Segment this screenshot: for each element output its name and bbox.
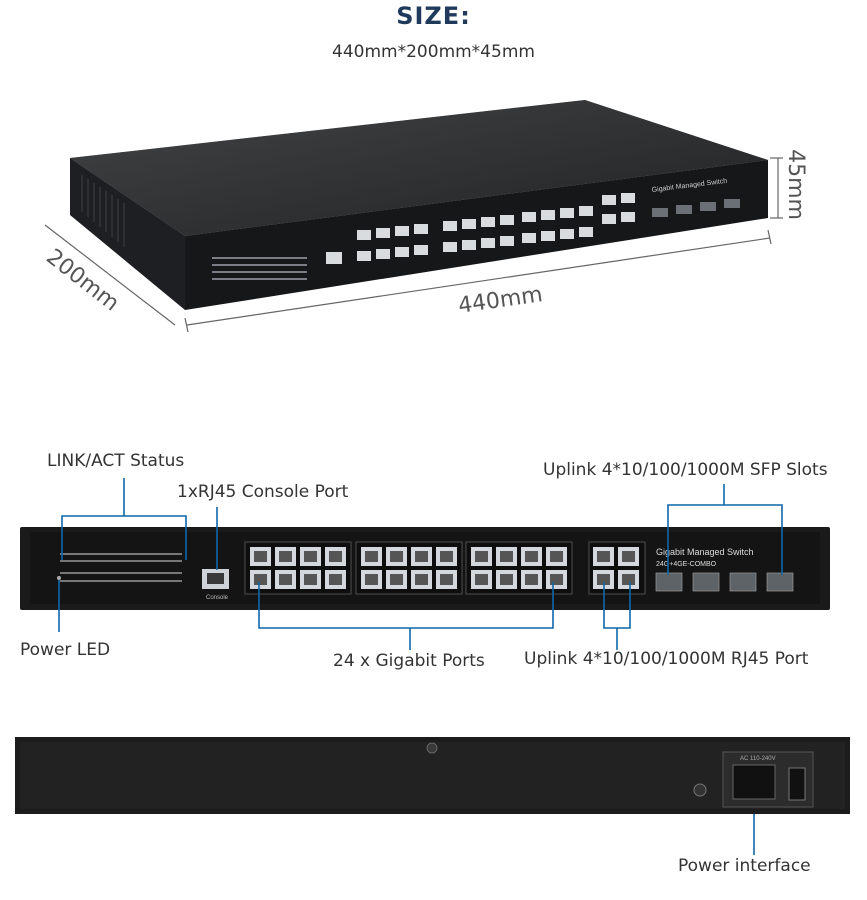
rj45-uplink-label: Uplink 4*10/100/1000M RJ45 Port bbox=[524, 649, 809, 669]
rj45-port-jack bbox=[365, 574, 378, 585]
power-socket bbox=[732, 764, 776, 800]
rj45-port-jack bbox=[415, 574, 428, 585]
side-vents bbox=[81, 175, 125, 247]
rj45-port-jack bbox=[440, 574, 453, 585]
power-spec-text: AC 110-240V bbox=[740, 756, 776, 762]
rj45-port-jack bbox=[525, 551, 538, 562]
sfp-slots-3d bbox=[652, 199, 740, 217]
led-grid-3d bbox=[212, 257, 307, 280]
rj45-port-jack bbox=[550, 574, 563, 585]
rj45-port-jack bbox=[365, 551, 378, 562]
rj45-port-jack bbox=[440, 551, 453, 562]
gigabit-port-block bbox=[244, 541, 646, 595]
uplink-rj45-port-jack bbox=[622, 551, 635, 562]
power-switch bbox=[788, 767, 806, 801]
power-led bbox=[57, 576, 61, 580]
front-ports-3d bbox=[326, 193, 635, 264]
rj45-port-jack bbox=[415, 551, 428, 562]
ground-screw bbox=[693, 783, 707, 797]
rj45-port-jack bbox=[254, 574, 267, 585]
rj45-port-jack bbox=[279, 551, 292, 562]
page-title: SIZE: bbox=[396, 2, 471, 30]
front-model-sub: 24G+4GE-COMBO bbox=[656, 561, 717, 568]
rj45-port-jack bbox=[475, 574, 488, 585]
rj45-port-jack bbox=[329, 551, 342, 562]
uplink-rj45-port-jack bbox=[597, 574, 610, 585]
switch-left-side bbox=[70, 158, 185, 310]
link-act-status-label: LINK/ACT Status bbox=[47, 451, 185, 471]
power-interface-label: Power interface bbox=[678, 856, 811, 876]
power-led-label: Power LED bbox=[20, 640, 111, 660]
link-act-led-grid bbox=[60, 553, 182, 582]
console-port-text: Console bbox=[206, 595, 229, 601]
rj45-port-jack bbox=[304, 574, 317, 585]
height-dimension-label: 45mm bbox=[782, 149, 808, 220]
rj45-port-jack bbox=[500, 551, 513, 562]
dimension-lines bbox=[44, 157, 783, 333]
sfp-slot-block bbox=[655, 572, 794, 592]
rj45-port-jack bbox=[390, 574, 403, 585]
rj45-port-jack bbox=[329, 574, 342, 585]
rj45-port-jack bbox=[279, 574, 292, 585]
uplink-rj45-port-jack bbox=[622, 574, 635, 585]
rj45-port-jack bbox=[550, 551, 563, 562]
gigabit-ports-label: 24 x Gigabit Ports bbox=[333, 651, 485, 671]
rj45-port-jack bbox=[390, 551, 403, 562]
rj45-port-jack bbox=[500, 574, 513, 585]
rj45-port-jack bbox=[525, 574, 538, 585]
rj45-port-jack bbox=[475, 551, 488, 562]
sfp-slots-label: Uplink 4*10/100/1000M SFP Slots bbox=[543, 460, 828, 480]
rear-screw bbox=[426, 742, 438, 754]
rj45-port-jack bbox=[304, 551, 317, 562]
console-port-label: 1xRJ45 Console Port bbox=[177, 482, 349, 502]
dimension-summary: 440mm*200mm*45mm bbox=[332, 42, 535, 62]
uplink-rj45-port-jack bbox=[597, 551, 610, 562]
front-model-label: Gigabit Managed Switch bbox=[656, 547, 754, 557]
rj45-port-jack bbox=[254, 551, 267, 562]
